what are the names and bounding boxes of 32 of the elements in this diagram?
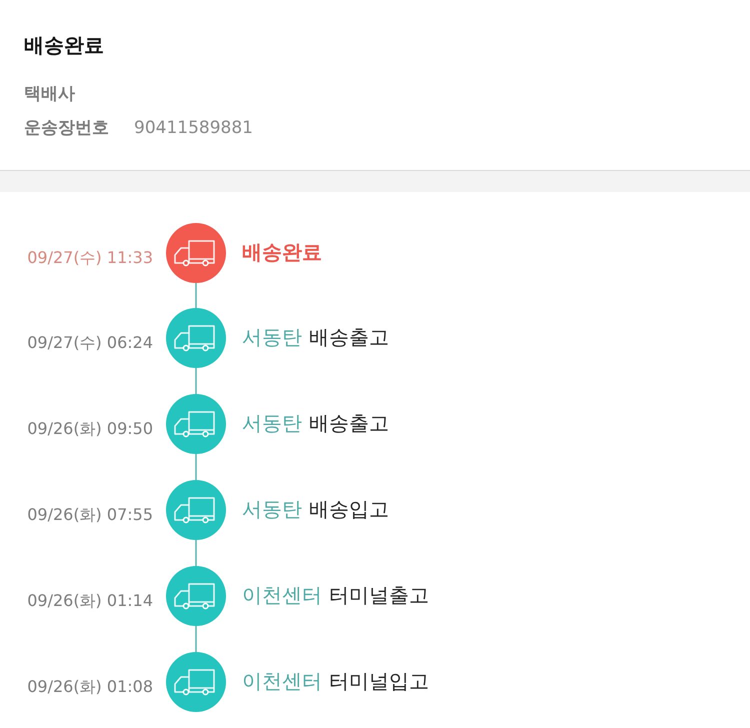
status-text: 터미널입고 <box>329 668 429 694</box>
status-text: 배송출고 <box>309 410 389 436</box>
truck-icon <box>166 308 226 368</box>
status-text: 배송출고 <box>309 324 389 350</box>
status-text: 터미널출고 <box>329 582 429 608</box>
truck-icon <box>166 480 226 540</box>
timestamp: 09/26(화) 01:14 <box>27 590 153 612</box>
timeline-connector <box>195 626 197 652</box>
timeline-connector <box>195 368 197 394</box>
timeline-connector <box>195 283 197 308</box>
status-heading: 배송완료 <box>24 32 104 58</box>
location-text: 이천센터 <box>242 668 322 694</box>
tracking-number: 90411589881 <box>134 117 253 140</box>
status-text: 배송완료 <box>242 239 322 265</box>
location-text: 서동탄 <box>242 496 302 522</box>
location-text: 이천센터 <box>242 582 322 608</box>
truck-icon <box>166 394 226 454</box>
field-label: 운송장번호 <box>24 117 109 140</box>
timeline-connector <box>195 540 197 566</box>
truck-icon <box>166 652 226 712</box>
truck-icon <box>166 223 226 283</box>
timestamp: 09/26(화) 07:55 <box>27 504 153 526</box>
location-text: 서동탄 <box>242 410 302 436</box>
field-label: 택배사 <box>24 83 75 106</box>
truck-icon <box>166 566 226 626</box>
timeline-connector <box>195 454 197 480</box>
location-text: 서동탄 <box>242 324 302 350</box>
timestamp: 09/26(화) 01:08 <box>27 676 153 698</box>
timestamp: 09/26(화) 09:50 <box>27 418 153 440</box>
timestamp: 09/27(수) 11:33 <box>27 247 153 269</box>
status-text: 배송입고 <box>309 496 389 522</box>
timestamp: 09/27(수) 06:24 <box>27 332 153 354</box>
